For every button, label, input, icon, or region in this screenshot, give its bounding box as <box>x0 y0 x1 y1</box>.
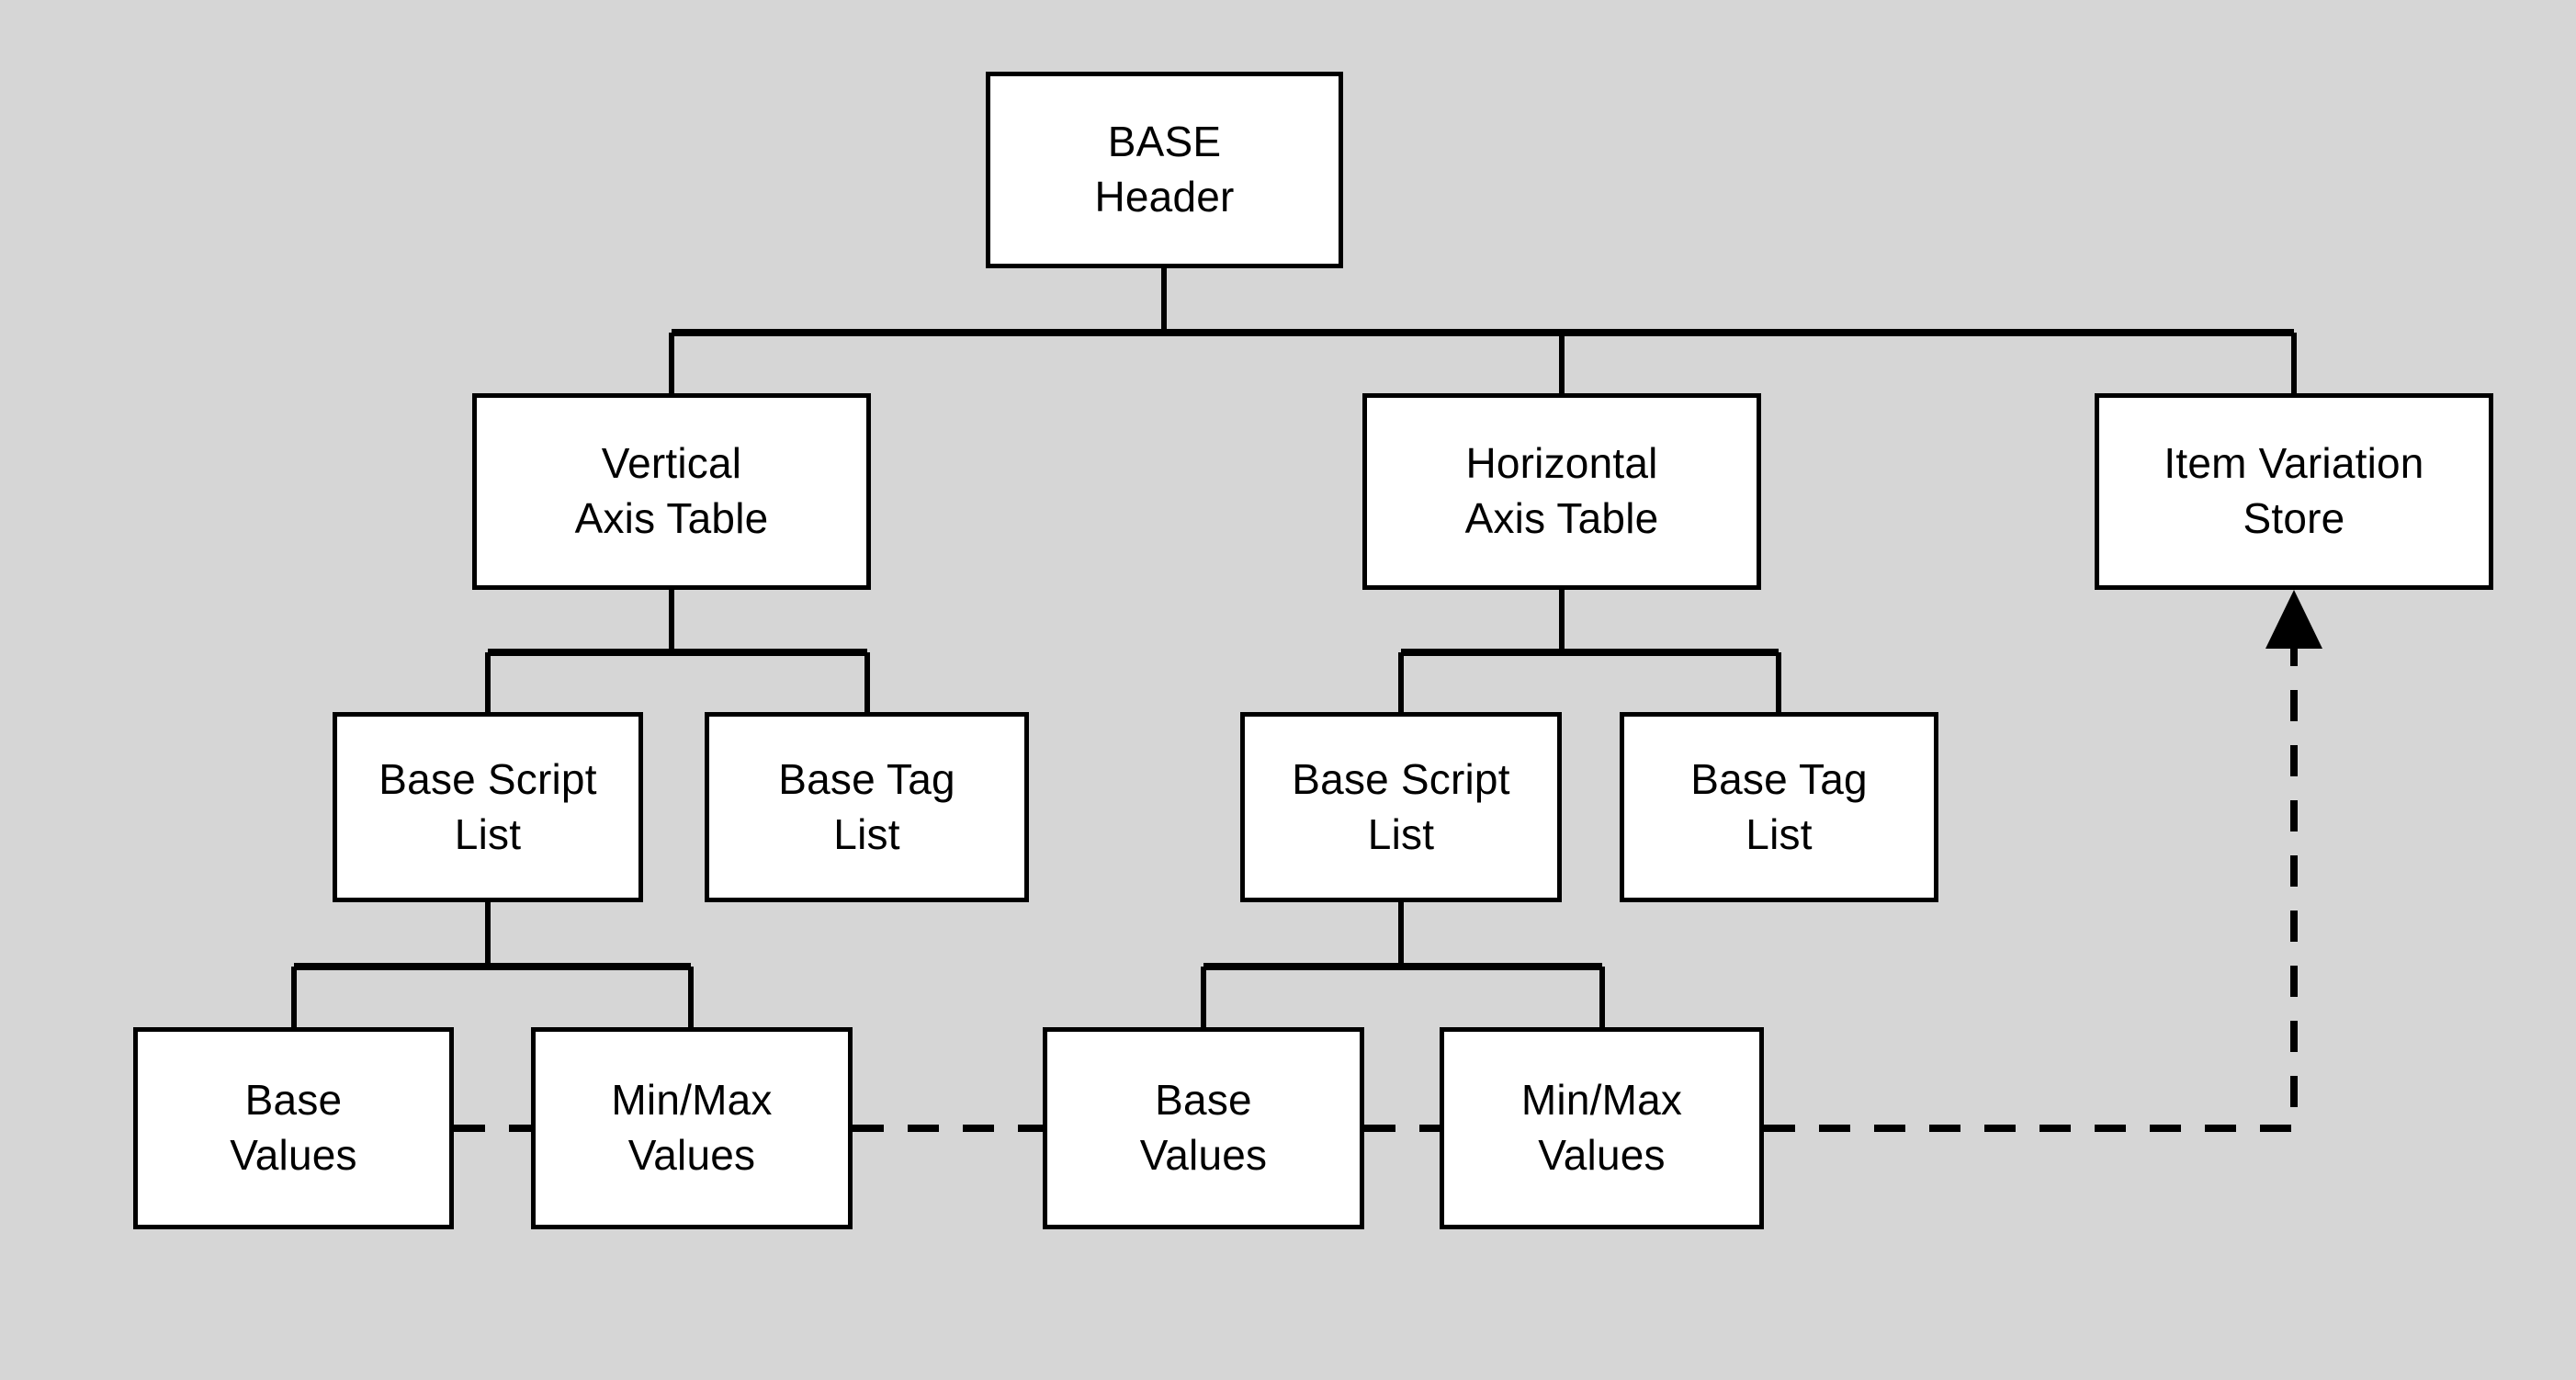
node-base-tag-list-right[interactable]: Base Tag List <box>1620 712 1938 902</box>
node-label-line1: Min/Max <box>1520 1076 1683 1125</box>
node-label-line1: Base Script <box>1292 754 1510 803</box>
node-label-line1: Vertical <box>601 439 742 488</box>
node-horizontal-axis-table[interactable]: Horizontal Axis Table <box>1362 393 1761 590</box>
node-item-variation-store[interactable]: Item Variation Store <box>2095 393 2493 590</box>
node-min-max-values-left[interactable]: Min/Max Values <box>531 1027 853 1229</box>
node-label-line1: Item Variation <box>2164 439 2424 488</box>
node-label-line1: Base Tag <box>1690 754 1868 803</box>
arrowhead-up-icon <box>2265 590 2322 649</box>
node-vertical-axis-table[interactable]: Vertical Axis Table <box>472 393 871 590</box>
node-label-line2: Axis Table <box>574 494 769 542</box>
node-label-line2: Values <box>1139 1131 1268 1179</box>
node-label-line1: Base <box>244 1076 343 1125</box>
node-base-values-right[interactable]: Base Values <box>1043 1027 1364 1229</box>
node-base-script-list-right[interactable]: Base Script List <box>1240 712 1562 902</box>
node-label-line2: Values <box>1538 1131 1666 1179</box>
node-label-line2: Values <box>230 1131 357 1179</box>
node-label-line1: Min/Max <box>611 1076 773 1125</box>
node-label-line2: Values <box>627 1131 756 1179</box>
node-label-line1: Base <box>1155 1076 1252 1125</box>
node-label-line2: List <box>1367 809 1435 858</box>
node-label-line1: BASE <box>1107 118 1222 166</box>
node-label-line2: Axis Table <box>1464 494 1659 542</box>
node-min-max-values-right[interactable]: Min/Max Values <box>1440 1027 1764 1229</box>
node-label-line2: List <box>454 809 522 858</box>
node-label-line2: List <box>833 809 900 858</box>
node-label-line2: List <box>1746 809 1813 858</box>
node-base-values-left[interactable]: Base Values <box>133 1027 454 1229</box>
node-base-script-list-left[interactable]: Base Script List <box>333 712 643 902</box>
node-base-tag-list-left[interactable]: Base Tag List <box>705 712 1029 902</box>
node-label-line2: Store <box>2243 494 2345 542</box>
node-label-line1: Horizontal <box>1465 439 1658 488</box>
node-base-header[interactable]: BASE Header <box>986 72 1343 268</box>
node-label-line1: Base Script <box>378 754 597 803</box>
node-label-line1: Base Tag <box>778 754 955 803</box>
node-label-line2: Header <box>1094 173 1235 221</box>
